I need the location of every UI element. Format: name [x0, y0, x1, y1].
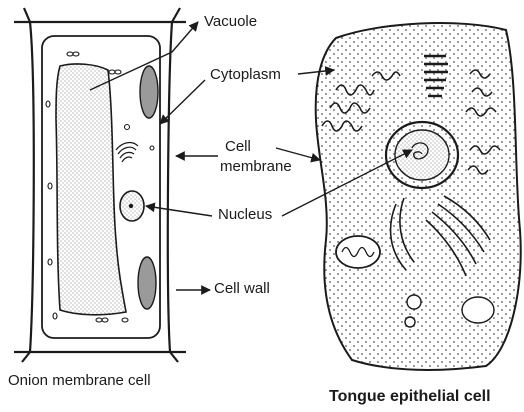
onion-plastid: [138, 257, 156, 309]
label-cytoplasm: Cytoplasm: [210, 66, 281, 84]
tongue-vesicle: [407, 295, 421, 309]
onion-nucleolus: [129, 204, 133, 208]
cytoplasm-leader-left: [160, 80, 205, 124]
onion-golgi: [116, 143, 138, 162]
caption-tongue-cell: Tongue epithelial cell: [329, 388, 491, 406]
label-cell-membrane-line1: Cell: [225, 138, 251, 156]
label-vacuole: Vacuole: [204, 13, 257, 31]
nucleus-leader-left: [146, 206, 212, 216]
onion-plastid: [140, 66, 158, 118]
label-cell-membrane-line2: membrane: [220, 158, 292, 176]
label-nucleus: Nucleus: [218, 206, 272, 224]
tongue-vesicle: [405, 317, 415, 327]
label-cell-wall: Cell wall: [214, 280, 270, 298]
tongue-vesicle: [462, 297, 494, 323]
caption-onion-cell: Onion membrane cell: [8, 372, 151, 389]
tongue-cell: [316, 23, 521, 370]
onion-vacuole: [56, 64, 126, 315]
onion-cell: [14, 8, 186, 362]
